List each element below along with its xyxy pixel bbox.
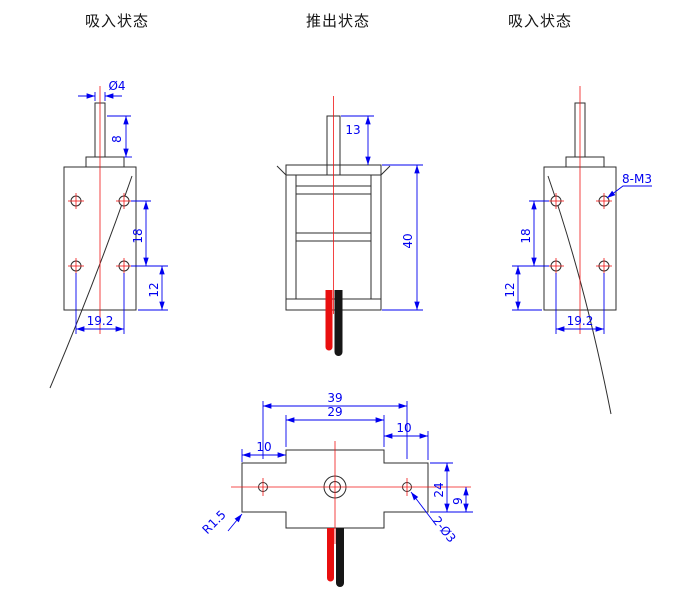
dim-label-hole-to-bottom: 12 bbox=[147, 282, 161, 297]
dim-tab-width-right: 10 bbox=[383, 421, 429, 460]
dim-tab-width-left: 10 bbox=[241, 440, 287, 462]
dim-hole-spacing-v: 18 bbox=[131, 200, 168, 267]
dim-rod-length: 8 bbox=[107, 115, 132, 158]
dim-stroke: 13 bbox=[341, 115, 374, 166]
view-right-retracted: 8-M3 18 12 19.2 bbox=[503, 86, 652, 415]
dim-label-body-depth: 24 bbox=[432, 482, 446, 497]
dim-label-body-width: 29 bbox=[327, 405, 342, 419]
view-bottom-plan: 39 29 10 10 24 9 R1. bbox=[200, 391, 473, 587]
dim-body-width: 29 bbox=[285, 405, 385, 447]
dim-rod-diameter: Ø4 bbox=[78, 79, 126, 101]
top-flange bbox=[85, 156, 125, 168]
lead-wire-black bbox=[334, 290, 343, 352]
title-middle-view: 推出状态 bbox=[306, 12, 370, 30]
dim-hole-offset: 9 bbox=[451, 486, 469, 513]
callout-corner-radius: R1.5 bbox=[200, 508, 243, 537]
dim-label-hole-spacing-v: 18 bbox=[131, 228, 145, 243]
top-flange bbox=[565, 156, 605, 168]
dim-label-hole-callout: 2-Ø3 bbox=[430, 514, 459, 546]
dim-label-thread-callout: 8-M3 bbox=[622, 172, 652, 186]
dim-body-height: 40 bbox=[382, 164, 423, 311]
view-left-retracted: Ø4 8 18 12 19.2 bbox=[49, 79, 168, 389]
dim-hole-spacing-v: 18 bbox=[512, 200, 549, 267]
centerlines bbox=[68, 86, 132, 334]
lead-wire-black-tip bbox=[336, 579, 344, 587]
lead-wire-black bbox=[336, 528, 344, 583]
dim-label-hole-to-bottom: 12 bbox=[503, 282, 517, 297]
dim-label-rod-length: 8 bbox=[110, 135, 124, 143]
dim-label-rod-diameter: Ø4 bbox=[108, 79, 125, 93]
mount-ear bbox=[380, 165, 391, 176]
dim-label-corner-radius: R1.5 bbox=[200, 508, 229, 537]
lead-wire-red-tip bbox=[325, 343, 333, 351]
dim-overall-width: 39 bbox=[262, 391, 408, 459]
dim-hole-to-bottom: 12 bbox=[138, 265, 168, 311]
title-right-view: 吸入状态 bbox=[508, 12, 572, 30]
dim-label-overall-width: 39 bbox=[327, 391, 342, 405]
title-left-view: 吸入状态 bbox=[85, 12, 149, 30]
centerlines bbox=[548, 86, 612, 334]
centerlines bbox=[231, 441, 471, 544]
lead-wire-red bbox=[327, 528, 334, 578]
dim-hole-spacing-h: 19.2 bbox=[75, 273, 125, 334]
dim-hole-spacing-h: 19.2 bbox=[555, 273, 605, 334]
dim-label-body-height: 40 bbox=[401, 233, 415, 248]
dim-label-tab-width-right: 10 bbox=[396, 421, 411, 435]
dim-label-hole-offset: 9 bbox=[451, 497, 465, 505]
view-middle-extended: 13 40 bbox=[276, 96, 423, 356]
dim-hole-to-bottom: 12 bbox=[503, 265, 542, 311]
dim-label-hole-spacing-h: 19.2 bbox=[87, 314, 114, 328]
lead-wire-red-tip bbox=[327, 574, 334, 582]
dim-label-stroke: 13 bbox=[345, 123, 360, 137]
dim-label-hole-spacing-v: 18 bbox=[519, 228, 533, 243]
callout-thread: 8-M3 bbox=[606, 172, 652, 199]
mount-ear bbox=[276, 165, 287, 176]
dim-label-hole-spacing-h: 19.2 bbox=[567, 314, 594, 328]
lead-wire-black-tip bbox=[334, 348, 343, 356]
dim-label-tab-width-left: 10 bbox=[256, 440, 271, 454]
lead-wire-red bbox=[325, 290, 333, 347]
